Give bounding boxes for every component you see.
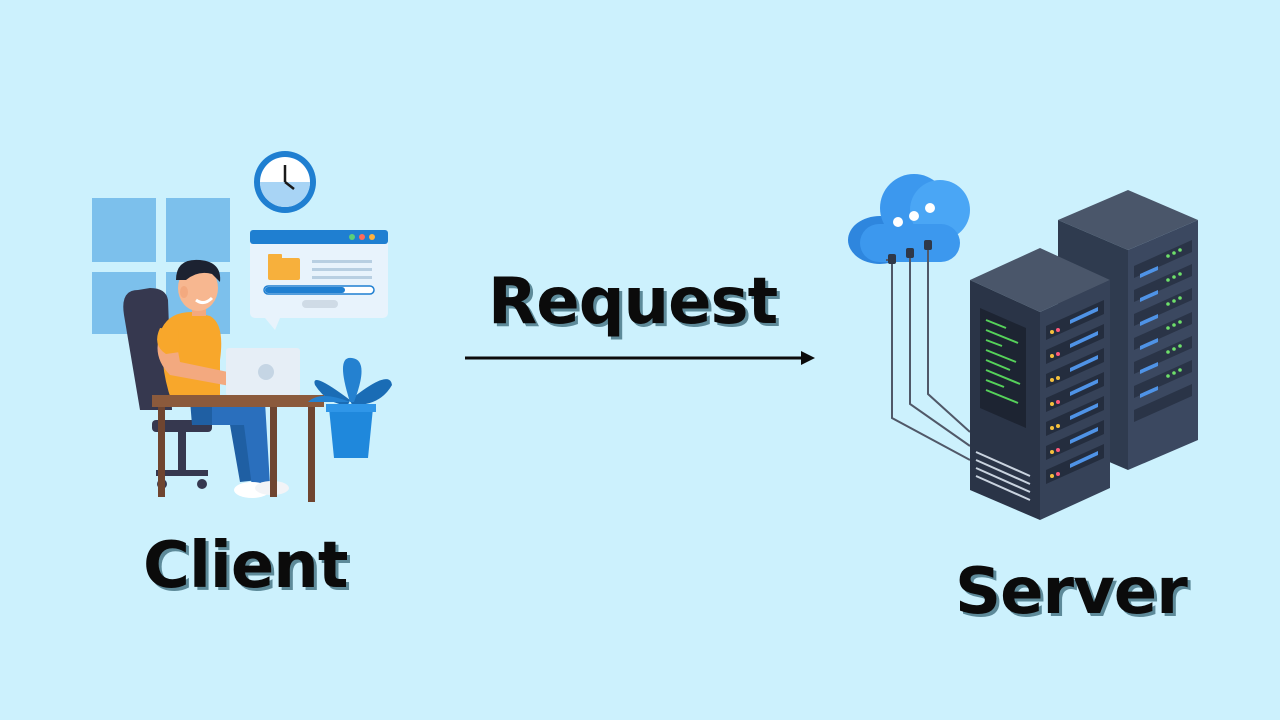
person-icon: [157, 259, 289, 498]
server-label: Server: [955, 555, 1188, 629]
laptop-icon: [218, 348, 302, 402]
server-illustration: [848, 174, 1198, 520]
client-label: Client: [143, 529, 348, 603]
request-label: Request: [488, 265, 778, 339]
cloud-icon: [848, 174, 970, 264]
right-arrow-icon: [465, 351, 815, 365]
network-cables: [886, 248, 971, 461]
client-illustration: [92, 151, 392, 502]
browser-window-icon: [250, 230, 388, 330]
server-slots: [975, 300, 1104, 501]
plant-icon: [308, 357, 392, 458]
desk-icon: [152, 395, 324, 502]
server-slots-back: [1134, 240, 1192, 422]
clock-icon: [254, 151, 316, 213]
